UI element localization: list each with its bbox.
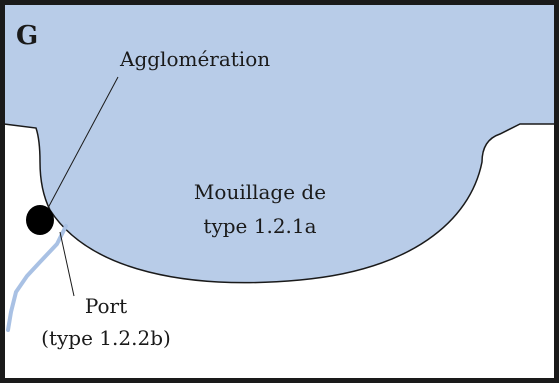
town-marker xyxy=(26,205,54,235)
mooring-label-line1: Mouillage de xyxy=(194,180,326,204)
port-label-line2: (type 1.2.2b) xyxy=(41,326,171,350)
mooring-label-line2: type 1.2.1a xyxy=(203,214,316,238)
agglomeration-label: Agglomération xyxy=(119,47,270,71)
panel-letter: G xyxy=(16,21,38,51)
port-label-line1: Port xyxy=(85,294,127,318)
port-leader-line xyxy=(59,231,75,297)
shoreline xyxy=(3,123,555,284)
agglomeration-leader-line xyxy=(47,76,119,209)
water-area xyxy=(4,4,555,283)
river xyxy=(6,224,68,332)
